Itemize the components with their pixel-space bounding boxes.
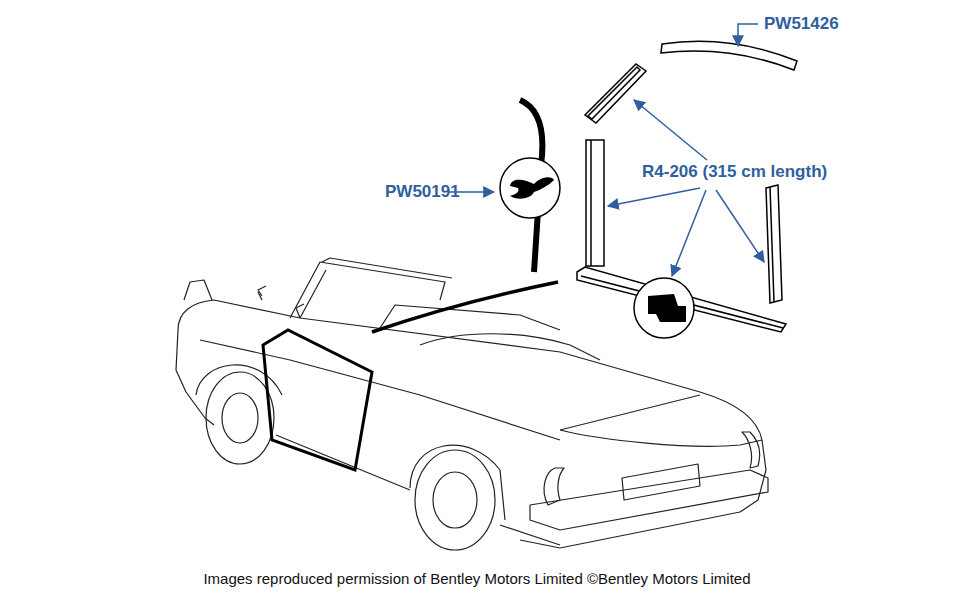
seal-section [648, 294, 686, 322]
part-number: PW50191 [385, 182, 460, 202]
car-outline [176, 258, 768, 550]
part-number: R4-206 (315 cm length) [642, 162, 827, 182]
section-circle [634, 278, 694, 338]
top-seal [372, 282, 558, 332]
copyright-caption: Images reproduced permission of Bentley … [203, 570, 750, 588]
leader-line [449, 24, 764, 276]
seal-strip [661, 41, 797, 70]
seal-section [510, 177, 554, 198]
door-seal [263, 330, 372, 470]
section-circle [500, 158, 560, 218]
part-number: PW51426 [764, 14, 839, 34]
